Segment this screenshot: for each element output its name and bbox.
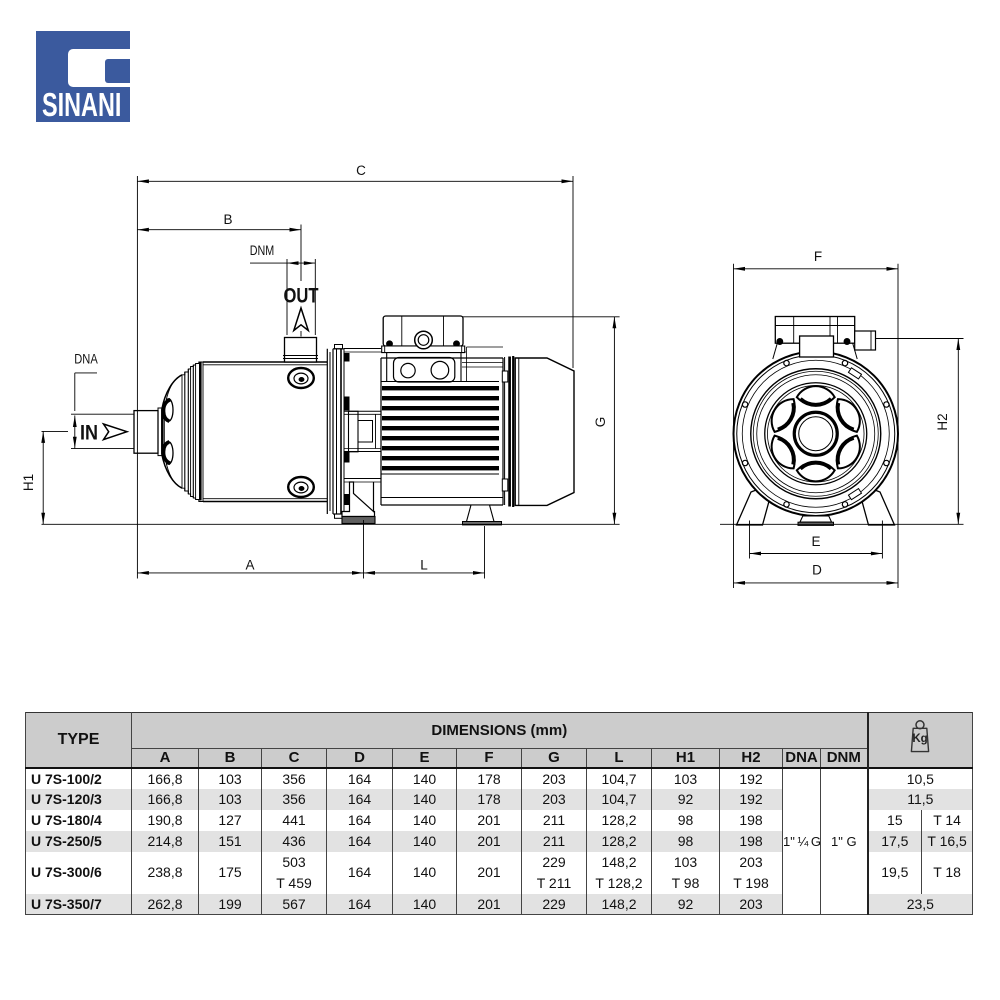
svg-text:F: F bbox=[814, 249, 822, 264]
svg-text:H1: H1 bbox=[21, 474, 36, 491]
svg-text:H2: H2 bbox=[935, 413, 950, 430]
svg-text:E: E bbox=[811, 534, 820, 549]
svg-text:C: C bbox=[356, 163, 366, 178]
svg-text:D: D bbox=[812, 563, 822, 578]
svg-text:OUT: OUT bbox=[284, 284, 319, 308]
svg-text:Kg: Kg bbox=[913, 733, 928, 745]
svg-text:DNA: DNA bbox=[74, 352, 98, 367]
svg-text:L: L bbox=[420, 558, 428, 573]
svg-text:G: G bbox=[593, 417, 608, 428]
svg-text:IN: IN bbox=[80, 421, 98, 445]
svg-text:A: A bbox=[245, 558, 254, 573]
svg-text:B: B bbox=[223, 212, 232, 227]
svg-text:DNM: DNM bbox=[250, 243, 275, 258]
